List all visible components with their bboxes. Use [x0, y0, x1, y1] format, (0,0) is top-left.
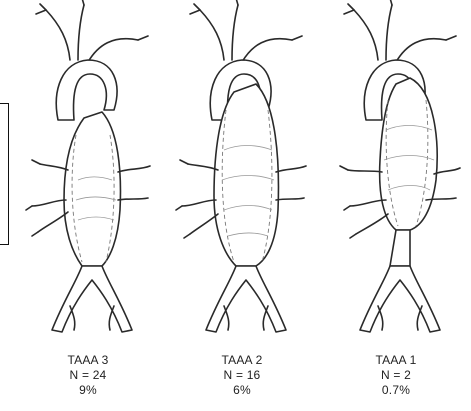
panel-title: TAAA 2 — [172, 353, 312, 367]
percentage: 0.7% — [326, 383, 466, 397]
panel-taaa-2: TAAA 2 N = 16 6% — [172, 0, 312, 411]
sample-size: N = 2 — [326, 368, 466, 382]
panel-title: TAAA 1 — [326, 353, 466, 367]
panel-title: TAAA 3 — [18, 353, 158, 367]
sample-size: N = 24 — [18, 368, 158, 382]
panel-taaa-1: TAAA 1 N = 2 0.7% — [326, 0, 466, 411]
panel-taaa-3: TAAA 3 N = 24 9% — [18, 0, 158, 411]
aorta-illustration-taaa-3 — [18, 0, 158, 350]
aorta-illustration-taaa-1 — [326, 0, 466, 350]
percentage: 6% — [172, 383, 312, 397]
partial-frame-bracket — [0, 103, 9, 245]
aorta-illustration-taaa-2 — [172, 0, 312, 350]
sample-size: N = 16 — [172, 368, 312, 382]
percentage: 9% — [18, 383, 158, 397]
